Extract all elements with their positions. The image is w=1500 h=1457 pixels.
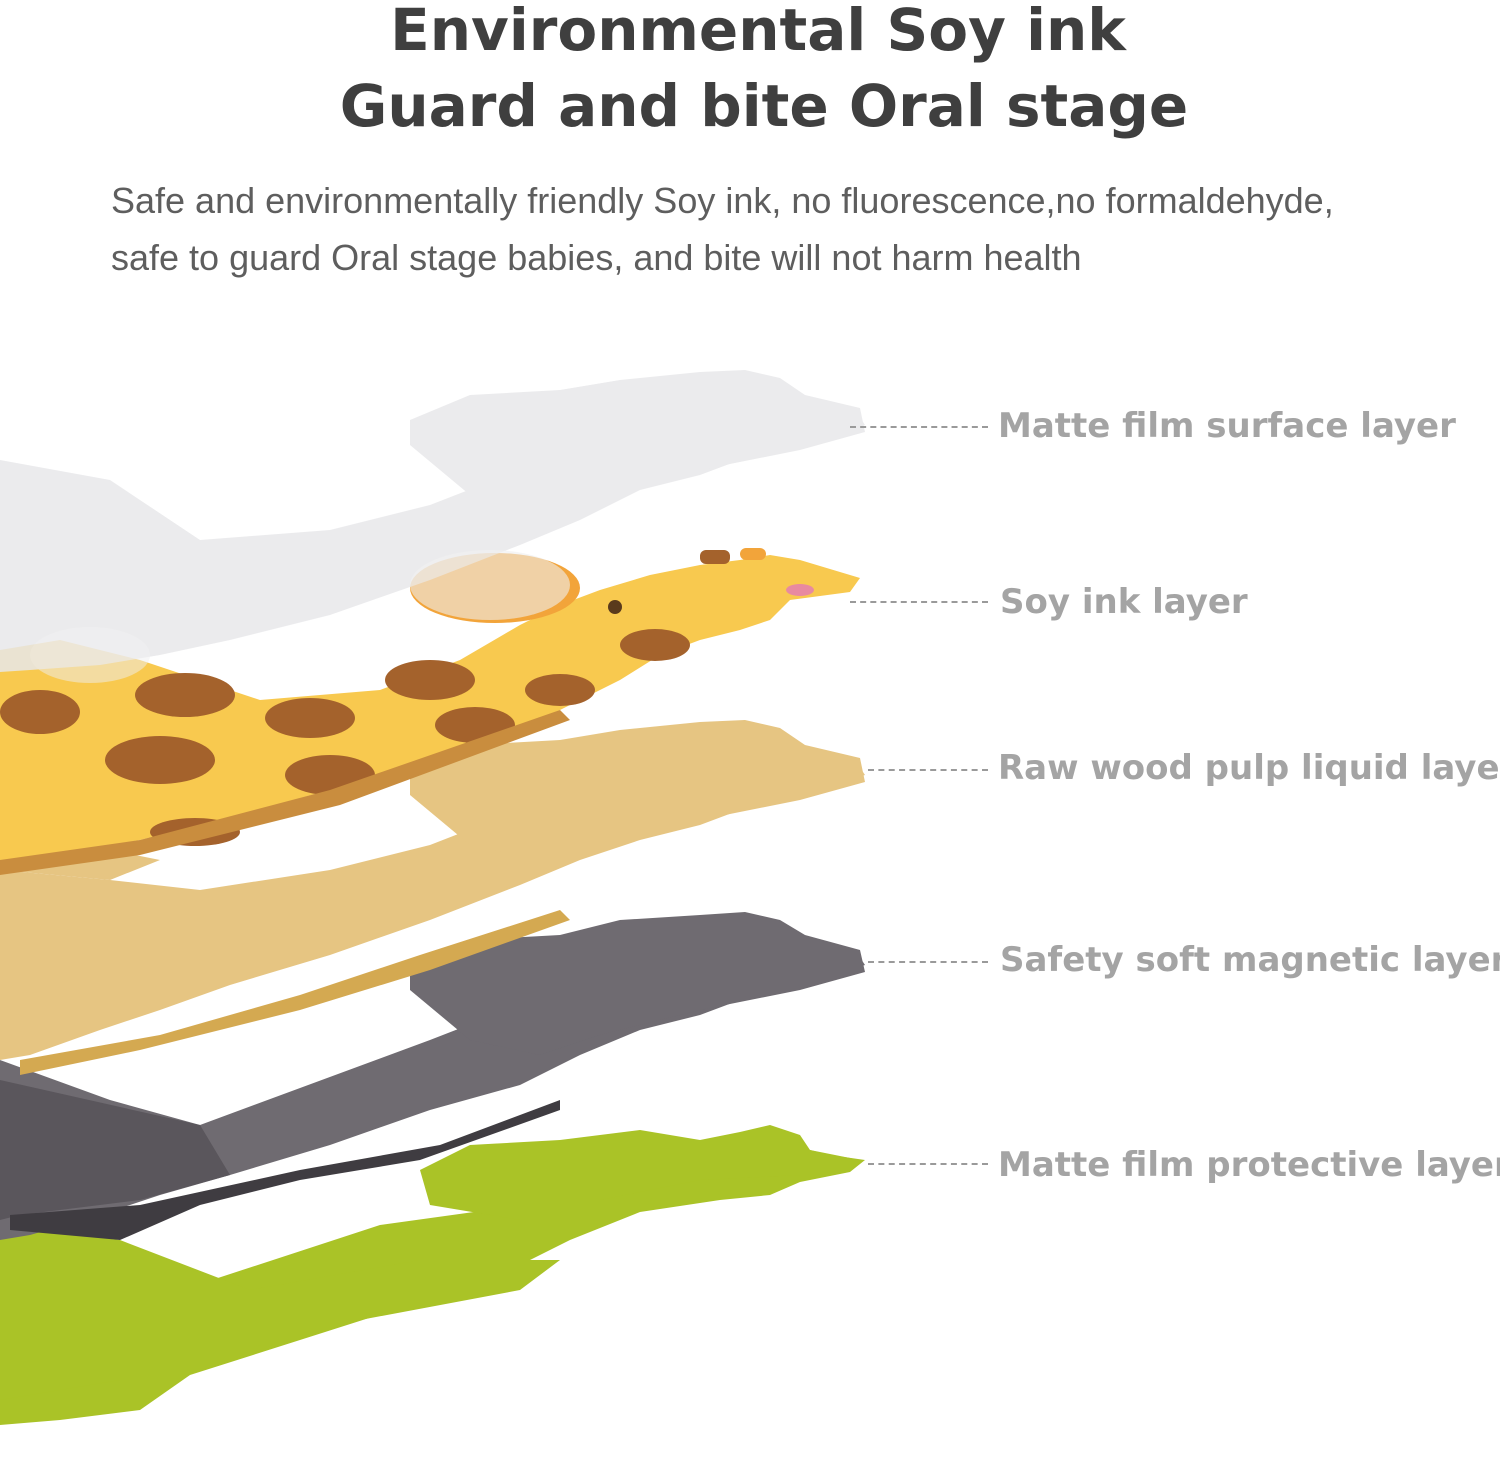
subtitle: Safe and environmentally friendly Soy in… — [111, 172, 1451, 286]
page-title-line-1: Environmental Soy ink — [390, 0, 1126, 64]
label-matte-surface-layer: Matte film surface layer — [998, 406, 1456, 446]
protective-layer-shape — [0, 1125, 865, 1425]
leader-line-surface — [850, 426, 988, 428]
label-magnetic-layer: Safety soft magnetic layer — [1000, 940, 1500, 980]
leader-line-magnetic — [868, 961, 988, 963]
magnetic-layer-shape — [0, 912, 865, 1240]
label-protective-layer: Matte film protective layer — [998, 1145, 1500, 1185]
leader-line-soy-ink — [850, 601, 988, 603]
leader-line-wood-pulp — [868, 769, 988, 771]
matte-surface-layer-shape — [0, 370, 865, 683]
subtitle-line-1: Safe and environmentally friendly Soy in… — [111, 180, 1334, 221]
subtitle-line-2: safe to guard Oral stage babies, and bit… — [111, 237, 1082, 278]
page-title-line-2: Guard and bite Oral stage — [339, 72, 1189, 140]
label-soy-ink-layer: Soy ink layer — [1000, 582, 1248, 622]
label-wood-pulp-layer: Raw wood pulp liquid layer — [998, 748, 1500, 788]
leader-line-protective — [868, 1163, 988, 1165]
